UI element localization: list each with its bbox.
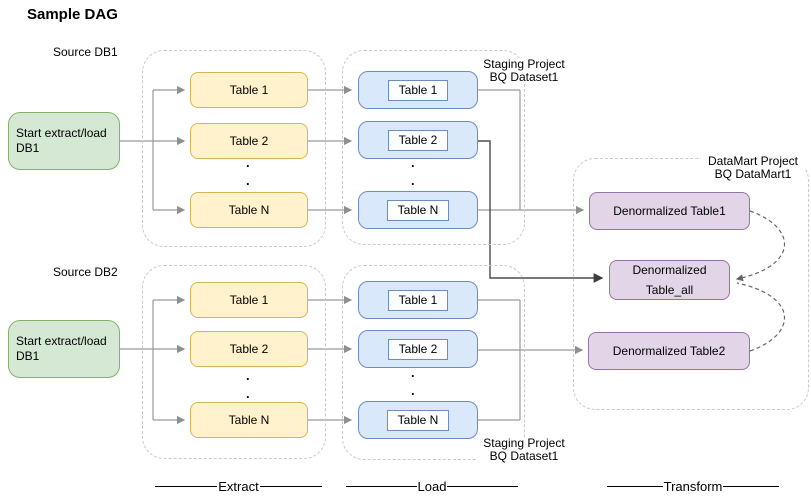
stage-label-extract: Extract <box>155 479 322 494</box>
source-db1-label: Source DB1 <box>53 45 118 59</box>
load2-table2-inner: Table 2 <box>387 338 449 360</box>
extract2-tableN-node: Table N <box>190 402 308 438</box>
ellipsis-dots: . . <box>411 365 415 398</box>
start-extract-load-db2-node: Start extract/load DB1 <box>8 320 120 378</box>
ellipsis-dots: . . <box>411 155 415 188</box>
load2-tableN-node: Table N <box>358 401 478 439</box>
extract-group-db1 <box>142 50 326 247</box>
load1-table2-node: Table 2 <box>358 121 478 159</box>
source-db2-label: Source DB2 <box>53 265 118 279</box>
datamart-project-label: DataMart Project BQ DataMart1 <box>701 155 805 181</box>
load2-table2-node: Table 2 <box>358 330 478 368</box>
load1-table1-node: Table 1 <box>358 71 478 109</box>
extract2-table2-node: Table 2 <box>190 331 308 367</box>
stage-label-transform: Transform <box>607 479 779 494</box>
load1-table2-inner: Table 2 <box>387 129 449 151</box>
load2-table1-inner: Table 1 <box>387 289 449 311</box>
load-group-db1 <box>342 50 525 245</box>
ellipsis-dots: . . <box>246 155 250 188</box>
page-title: Sample DAG <box>27 6 118 23</box>
denormalized-table-all-node: Denormalized Table_all <box>609 260 730 300</box>
extract-group-db2 <box>142 265 326 459</box>
load1-table1-inner: Table 1 <box>387 79 449 101</box>
ellipsis-dots: . . <box>246 368 250 401</box>
load-group-db2 <box>342 265 525 460</box>
stage-label-load: Load <box>346 479 519 494</box>
load2-table1-node: Table 1 <box>358 281 478 319</box>
staging-project-label-1: Staging Project BQ Dataset1 <box>478 58 570 84</box>
extract1-table2-node: Table 2 <box>190 123 308 159</box>
transform-group <box>573 158 809 410</box>
extract1-tableN-node: Table N <box>190 192 308 228</box>
load1-tableN-node: Table N <box>358 191 478 229</box>
extract2-table1-node: Table 1 <box>190 282 308 318</box>
denormalized-table1-node: Denormalized Table1 <box>589 192 750 230</box>
staging-project-label-2: Staging Project BQ Dataset1 <box>478 437 570 463</box>
start-extract-load-db1-node: Start extract/load DB1 <box>8 112 120 170</box>
load2-tableN-inner: Table N <box>386 409 450 431</box>
denormalized-table2-node: Denormalized Table2 <box>588 332 750 370</box>
load1-tableN-inner: Table N <box>386 199 450 221</box>
extract1-table1-node: Table 1 <box>190 72 308 108</box>
